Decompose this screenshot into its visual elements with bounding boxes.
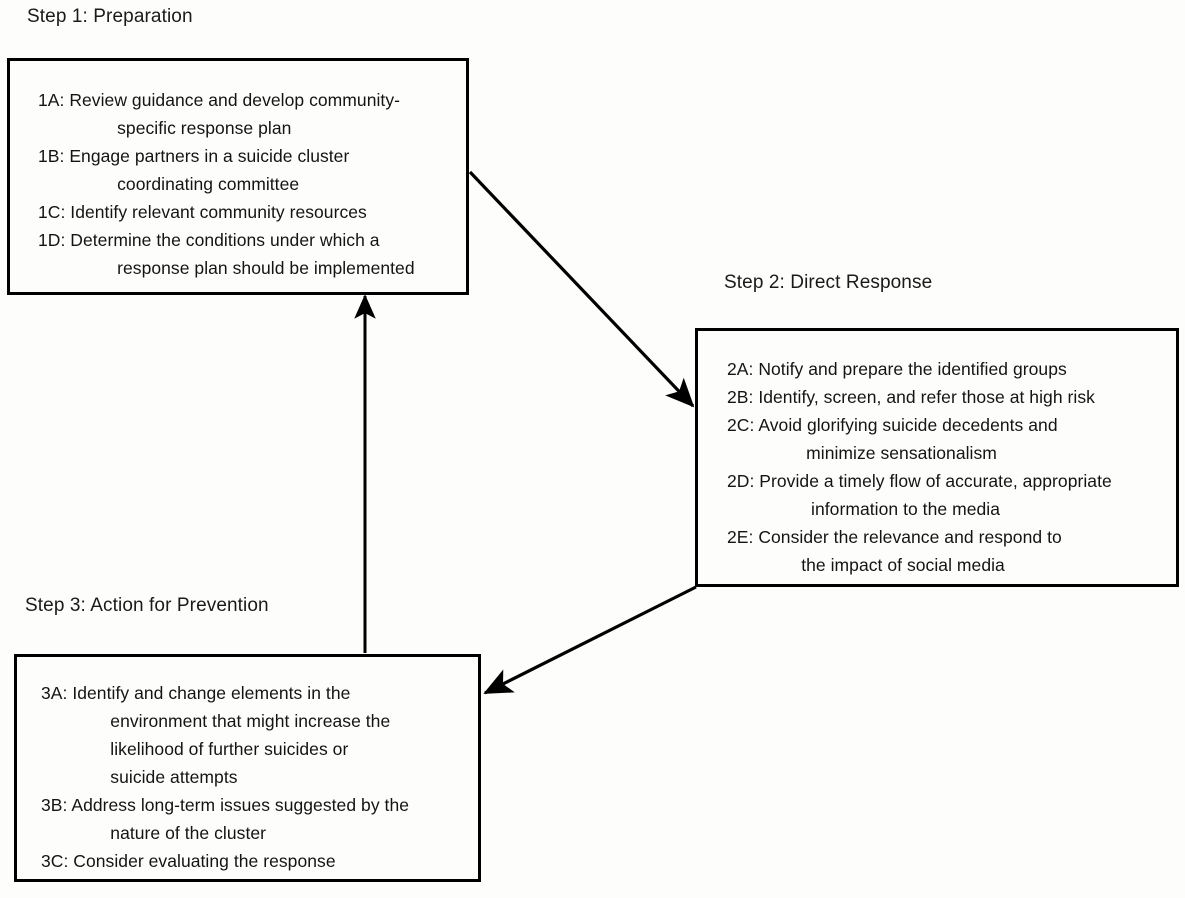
list-item: 2E: Consider the relevance and respond t…: [727, 527, 1062, 575]
list-item: 1D: Determine the conditions under which…: [38, 230, 415, 278]
step-3-item-list: 3A: Identify and change elements in the …: [41, 679, 471, 875]
list-item: 2A: Notify and prepare the identified gr…: [727, 359, 1067, 379]
step-1-heading: Step 1: Preparation: [27, 6, 193, 27]
list-item: 3A: Identify and change elements in the …: [41, 683, 391, 787]
step-3-box: [14, 654, 481, 882]
list-item: 2B: Identify, screen, and refer those at…: [727, 387, 1095, 407]
list-item: 1A: Review guidance and develop communit…: [38, 90, 401, 138]
list-item: 3B: Address long-term issues suggested b…: [41, 795, 410, 843]
step-1-box: [7, 58, 469, 295]
step-2-box: [695, 328, 1179, 587]
arrow-step1-to-step2: [468, 170, 695, 408]
list-item: 2D: Provide a timely flow of accurate, a…: [727, 471, 1112, 519]
list-item: 3C: Consider evaluating the response: [41, 851, 336, 871]
step-2-heading: Step 2: Direct Response: [724, 272, 933, 293]
step-1-item-list: 1A: Review guidance and develop communit…: [38, 86, 458, 282]
step-2-item-list: 2A: Notify and prepare the identified gr…: [727, 355, 1172, 579]
list-item: 1C: Identify relevant community resource…: [38, 202, 367, 222]
step-3-heading: Step 3: Action for Prevention: [25, 595, 269, 616]
arrow-step2-to-step3: [483, 585, 697, 695]
list-item: 1B: Engage partners in a suicide cluster…: [38, 146, 350, 194]
list-item: 2C: Avoid glorifying suicide decedents a…: [727, 415, 1058, 463]
